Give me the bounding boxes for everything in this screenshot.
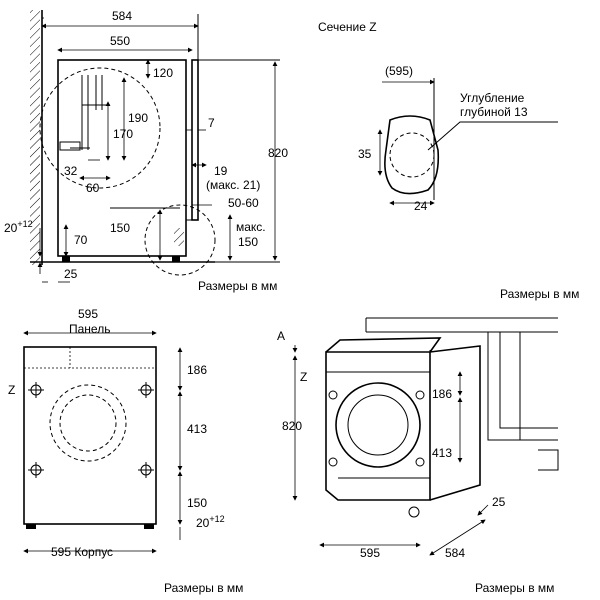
dim-25: 25 (64, 267, 78, 281)
iso-dim-25: 25 (492, 495, 506, 509)
dim-7: 7 (208, 116, 215, 130)
iso-dim-595: 595 (360, 546, 380, 560)
dim-24: 24 (414, 199, 428, 213)
front-body (23, 346, 157, 525)
dim-max-21: (макс. 21) (206, 178, 260, 192)
dim-20: 20+12 (4, 219, 33, 235)
section-z-title: Сечение Z (318, 20, 377, 34)
recess-outline (384, 115, 440, 195)
front-view: 595 Панель Z 186 413 150 20+12 595 Корпу… (8, 307, 243, 595)
iso-foot (408, 506, 420, 518)
front-panel-label: Панель (69, 322, 110, 336)
units-label-1: Размеры в мм (198, 279, 277, 293)
dim-32: 32 (64, 164, 78, 178)
detail-circle-upper (39, 67, 161, 189)
iso-a-label: A (277, 329, 285, 343)
wall-hatch (30, 10, 40, 265)
units-label-2: Размеры в мм (500, 287, 579, 301)
front-dim-bottom: 595 Корпус (51, 545, 113, 559)
machine-body-side (57, 59, 187, 257)
front-dim-595: 595 (78, 307, 98, 321)
front-dim-186: 186 (187, 363, 207, 377)
front-dim-413: 413 (187, 422, 207, 436)
iso-dim-186: 186 (432, 387, 452, 401)
dim-35: 35 (358, 147, 372, 161)
section-z: Сечение Z (595) Углубление глубиной 13 3… (318, 20, 579, 301)
dim-50-60: 50-60 (228, 196, 259, 210)
dim-170: 170 (113, 127, 133, 141)
iso-view: A Z 820 186 413 25 595 584 Размеры в мм (277, 317, 559, 595)
front-door (49, 384, 127, 462)
dim-120: 120 (153, 66, 173, 80)
dim-150: 150 (110, 221, 130, 235)
dim-584: 584 (112, 9, 132, 23)
dim-max-150: 150 (238, 235, 258, 249)
iso-door (335, 382, 421, 468)
dim-70: 70 (74, 233, 88, 247)
recess-label-1: Углубление (460, 91, 525, 105)
hook-circle (389, 132, 435, 178)
dim-820: 820 (268, 146, 288, 160)
front-panel-side (191, 59, 199, 221)
hook-marks (28, 382, 154, 478)
dim-19: 19 (214, 164, 228, 178)
units-label-4: Размеры в мм (475, 581, 554, 595)
front-dim-20: 20+12 (196, 514, 225, 530)
dim-60: 60 (86, 181, 100, 195)
units-label-3: Размеры в мм (164, 581, 243, 595)
dim-595-paren: (595) (385, 64, 413, 78)
detail-circle-lower (144, 204, 216, 276)
iso-dim-584: 584 (445, 546, 465, 560)
side-view: 190 170 32 60 584 550 120 7 820 19 (макс… (4, 9, 288, 293)
iso-machine-front (325, 351, 431, 501)
dim-max-label: макс. (236, 220, 266, 234)
iso-dim-820: 820 (282, 419, 302, 433)
iso-dim-413: 413 (432, 446, 452, 460)
front-dim-150: 150 (187, 496, 207, 510)
recess-label-2: глубиной 13 (460, 105, 528, 119)
iso-z-label: Z (300, 370, 307, 384)
front-z-label: Z (8, 383, 15, 397)
dim-190: 190 (128, 111, 148, 125)
dim-550: 550 (110, 34, 130, 48)
